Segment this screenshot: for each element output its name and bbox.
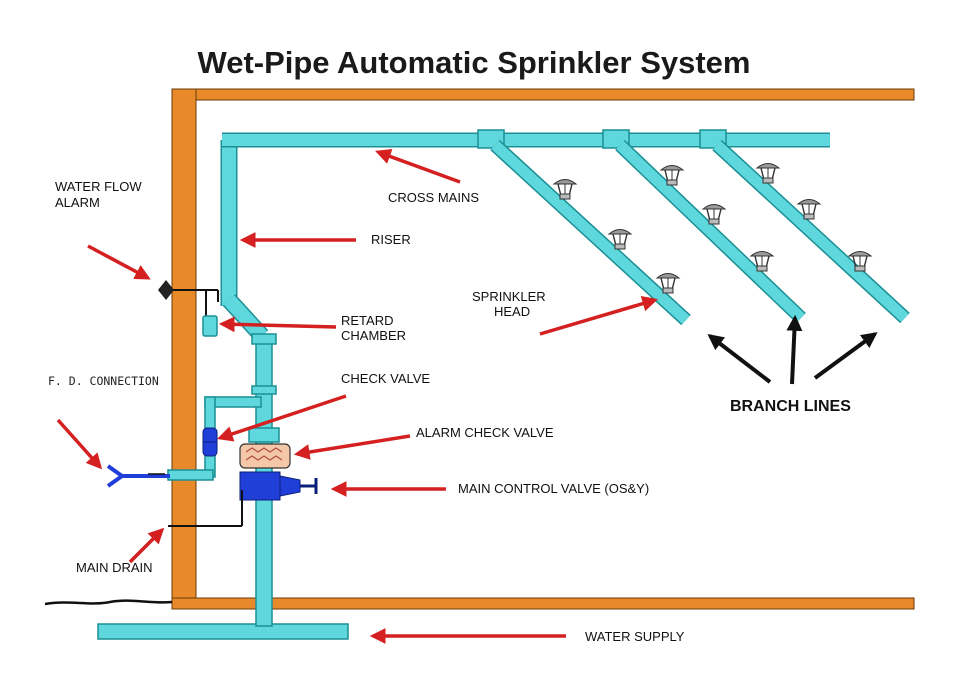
- diagram-title: Wet-Pipe Automatic Sprinkler System: [198, 45, 751, 80]
- label-retard-chamber-2: CHAMBER: [341, 328, 406, 343]
- riser-upper: [220, 132, 830, 342]
- arrow-cross-mains: [375, 148, 461, 184]
- arrow-fd-connection: [56, 418, 103, 470]
- label-main-control-valve: MAIN CONTROL VALVE (OS&Y): [458, 481, 649, 496]
- retard-chamber: [202, 315, 218, 337]
- arrow-main-drain: [128, 527, 165, 564]
- label-main-drain: MAIN DRAIN: [76, 560, 153, 575]
- arrow-sprinkler-head: [539, 296, 659, 336]
- label-fd-connection: F. D. CONNECTION: [48, 374, 159, 388]
- main-control-valve: [239, 471, 318, 501]
- label-water-flow-alarm-2: ALARM: [55, 195, 100, 210]
- label-water-flow-alarm-1: WATER FLOW: [55, 179, 142, 194]
- arrow-retard-chamber: [218, 316, 337, 333]
- label-riser: RISER: [371, 232, 411, 247]
- label-alarm-check-valve: ALARM CHECK VALVE: [416, 425, 554, 440]
- arrow-water-flow-alarm: [87, 244, 151, 280]
- pointer-arrows: [56, 148, 659, 644]
- branch-lines: [490, 139, 910, 326]
- floor-beam: [171, 597, 915, 610]
- arrow-check-valve: [217, 394, 347, 442]
- building-frame: [171, 88, 915, 610]
- water-supply-pipe: [97, 623, 349, 640]
- riser-fittings: [248, 333, 280, 443]
- label-check-valve: CHECK VALVE: [341, 371, 430, 386]
- fd-connection: [106, 464, 170, 488]
- ground-line: [44, 599, 173, 606]
- label-branch-lines: BRANCH LINES: [730, 398, 851, 415]
- ceiling-beam: [171, 88, 915, 101]
- label-cross-mains: CROSS MAINS: [388, 190, 479, 205]
- check-valve: [202, 427, 218, 457]
- label-sprinkler-head-2: HEAD: [494, 304, 530, 319]
- label-water-supply: WATER SUPPLY: [585, 629, 685, 644]
- main-drain-pipe: [168, 490, 243, 527]
- alarm-check-valve: [239, 443, 291, 469]
- label-sprinkler-head-1: SPRINKLER: [472, 289, 546, 304]
- labels: WATER FLOW ALARM F. D. CONNECTION MAIN D…: [48, 179, 851, 644]
- water-flow-alarm-device: [158, 280, 219, 316]
- arrow-alarm-check-valve: [293, 434, 411, 460]
- label-retard-chamber-1: RETARD: [341, 313, 393, 328]
- wall-column: [171, 88, 197, 610]
- branch-line-arrows: [707, 314, 878, 385]
